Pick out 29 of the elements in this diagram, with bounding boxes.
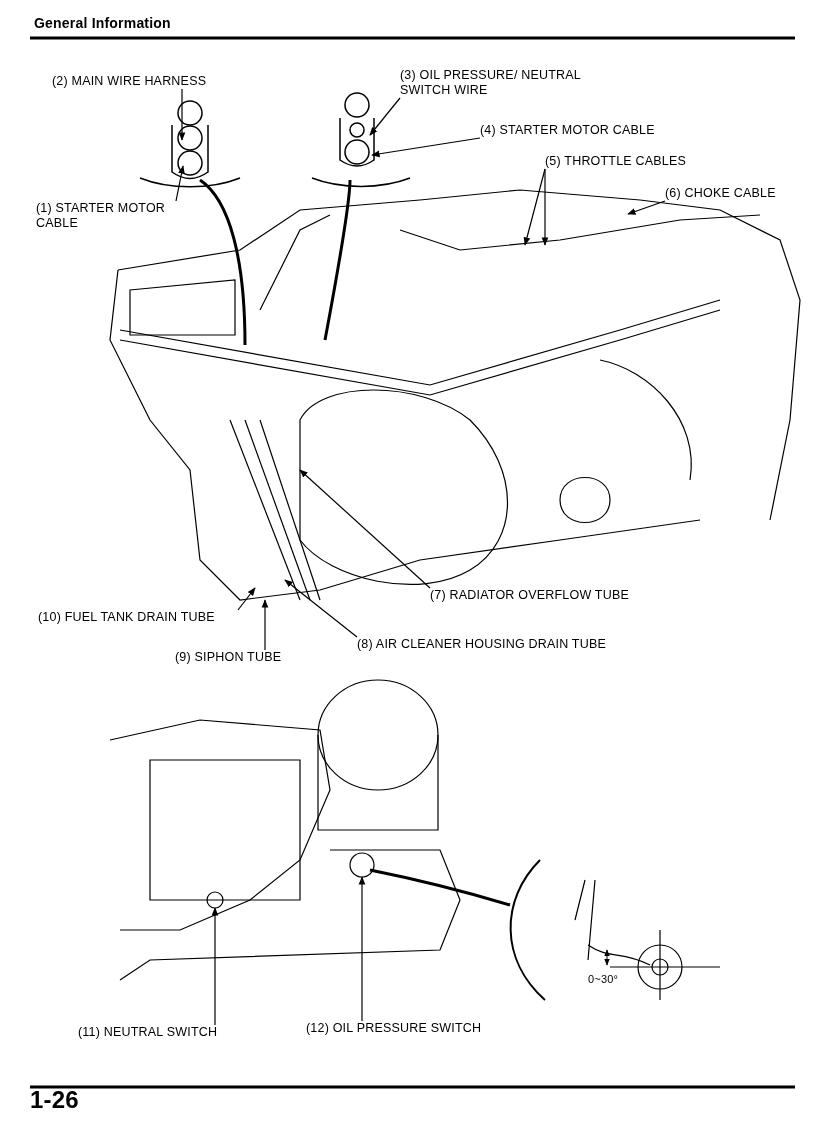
switch-part <box>349 852 375 878</box>
leader-line <box>237 587 256 611</box>
page-number: 1-26 <box>30 1092 79 1107</box>
dimension-label: 0~30° <box>588 972 619 987</box>
part-label: (4) STARTER MOTOR CABLE <box>480 123 680 138</box>
part-label: (5) THROTTLE CABLES <box>545 154 715 169</box>
part-label: (9) SIPHON TUBE <box>175 650 305 665</box>
leader-line <box>178 88 186 141</box>
leader-line <box>299 469 431 589</box>
leader-line <box>175 165 185 202</box>
leader-line <box>358 876 366 1022</box>
part-label: (1) STARTER MOTOR CABLE <box>36 201 176 231</box>
leader-line <box>261 599 269 651</box>
part-label: (2) MAIN WIRE HARNESS <box>52 74 232 89</box>
part-label: (8) AIR CLEANER HOUSING DRAIN TUBE <box>357 637 647 652</box>
part-label: (7) RADIATOR OVERFLOW TUBE <box>430 588 660 603</box>
leader-line <box>369 97 401 136</box>
part-label: (6) CHOKE CABLE <box>665 186 795 201</box>
leader-line <box>211 907 219 1026</box>
leader-line <box>541 168 549 246</box>
part-label: (12) OIL PRESSURE SWITCH <box>306 1021 506 1036</box>
leader-line <box>371 137 481 158</box>
page-header: General Information <box>34 16 171 31</box>
part-label: (11) NEUTRAL SWITCH <box>78 1025 258 1040</box>
part-label: (10) FUEL TANK DRAIN TUBE <box>38 610 238 625</box>
part-label: (3) OIL PRESSURE/ NEUTRAL SWITCH WIRE <box>400 68 590 98</box>
leader-line <box>627 200 666 215</box>
switch-part <box>206 891 224 909</box>
leader-line <box>284 579 358 638</box>
